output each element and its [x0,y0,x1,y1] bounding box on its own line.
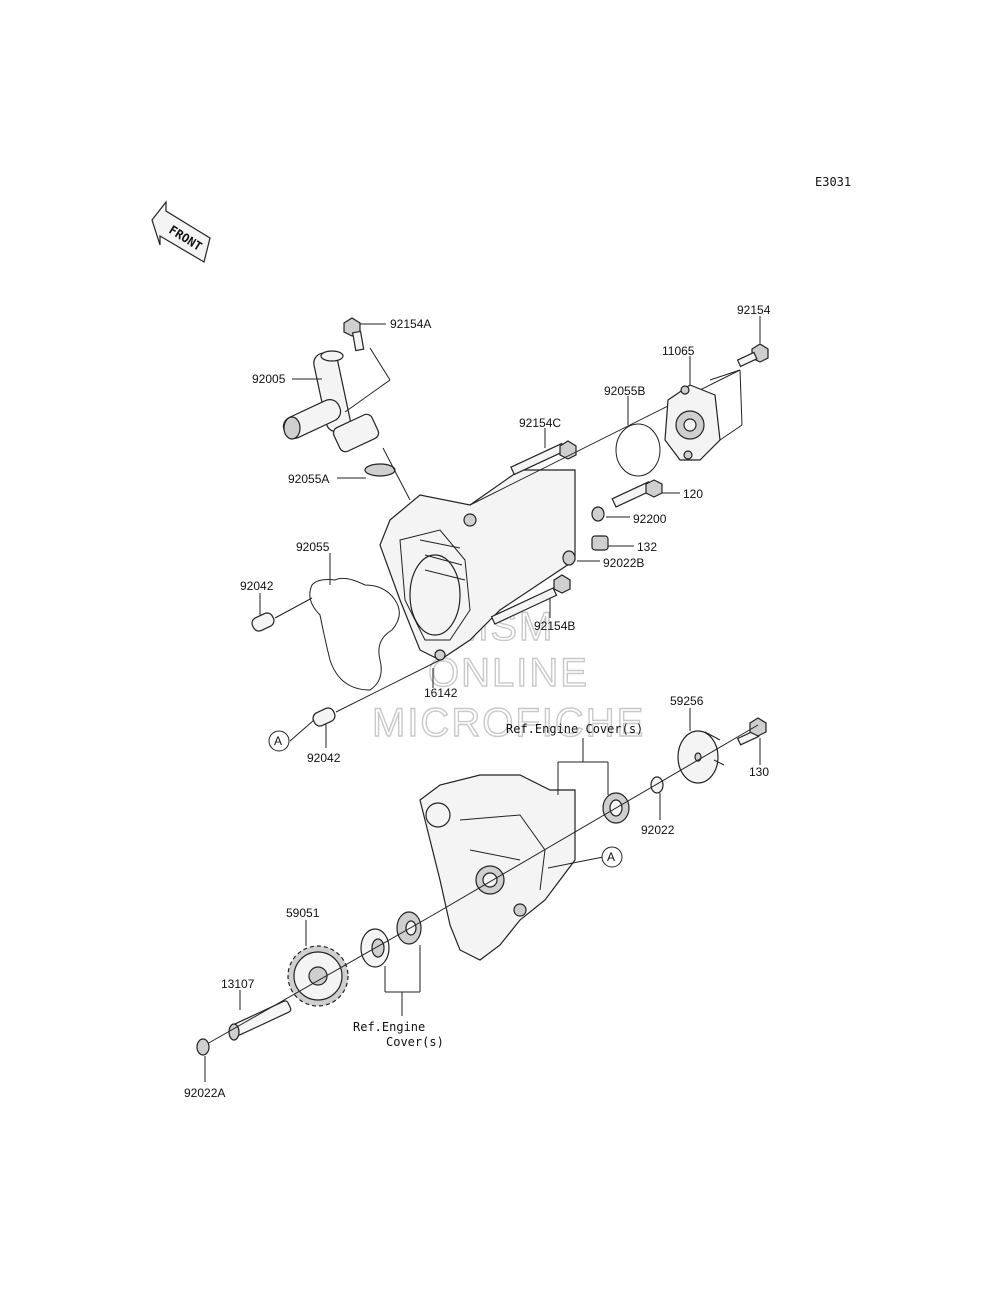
ref-marker-a-right-label: A [607,850,615,864]
oil-seal-lower [396,911,422,945]
label-59051[interactable]: 59051 [286,906,320,920]
watermark-line-2: ONLINE [428,651,589,695]
impeller-59256 [677,730,725,784]
ref-marker-a-right [601,846,623,868]
bolt-92154B [490,574,571,625]
washer-92022 [650,776,664,794]
label-92005[interactable]: 92005 [252,372,286,386]
front-arrow-icon: FRONT [151,200,211,263]
label-92200[interactable]: 92200 [633,512,667,526]
label-92154A[interactable]: 92154A [390,317,431,331]
label-16142[interactable]: 16142 [424,686,458,700]
washer-92200 [591,506,605,522]
shaft-13107 [228,1000,292,1041]
label-92055A[interactable]: 92055A [288,472,329,486]
o-ring-92055A [364,463,396,477]
dowel-pin-92042-bottom [312,707,336,727]
ref-marker-a-left-label: A [274,734,282,748]
label-120[interactable]: 120 [683,487,703,501]
diagram-code: E3031 [815,175,851,189]
gear-59051 [287,945,349,1007]
water-pump-cover [379,469,576,661]
label-92022A[interactable]: 92022A [184,1086,225,1100]
washer-92022A [196,1038,210,1056]
engine-cover [419,774,576,961]
label-92055B[interactable]: 92055B [604,384,645,398]
pump-body-11065 [664,384,721,461]
label-92022B[interactable]: 92022B [603,556,644,570]
label-59256[interactable]: 59256 [670,694,704,708]
label-92154B[interactable]: 92154B [534,619,575,633]
bolt-130 [736,717,767,746]
o-ring-92055B [615,423,661,477]
ref-engine-cover-top: Ref.Engine Cover(s) [506,722,643,736]
outlet-pipe-92005 [282,350,380,453]
dowel-pin-92042-top [251,612,275,632]
washer-92022B [562,550,576,566]
plug-132 [591,535,609,551]
ref-engine-cover-bottom-line2: Cover(s) [386,1035,444,1049]
label-92055[interactable]: 92055 [296,540,330,554]
bolt-92154 [736,343,769,368]
bolt-92154A [343,317,365,352]
gasket-92055 [309,577,400,691]
label-132[interactable]: 132 [637,540,657,554]
label-130[interactable]: 130 [749,765,769,779]
ref-marker-a-left [268,730,290,752]
label-92042-bottom[interactable]: 92042 [307,751,341,765]
watermark-line-3: MICROFICHE [372,701,645,745]
label-92022[interactable]: 92022 [641,823,675,837]
label-92042-top[interactable]: 92042 [240,579,274,593]
label-92154C[interactable]: 92154C [519,416,561,430]
label-92154[interactable]: 92154 [737,303,771,317]
label-13107[interactable]: 13107 [221,977,255,991]
bolt-120 [611,479,663,508]
label-11065[interactable]: 11065 [662,344,695,358]
ref-engine-cover-bottom-line1: Ref.Engine [353,1020,425,1034]
